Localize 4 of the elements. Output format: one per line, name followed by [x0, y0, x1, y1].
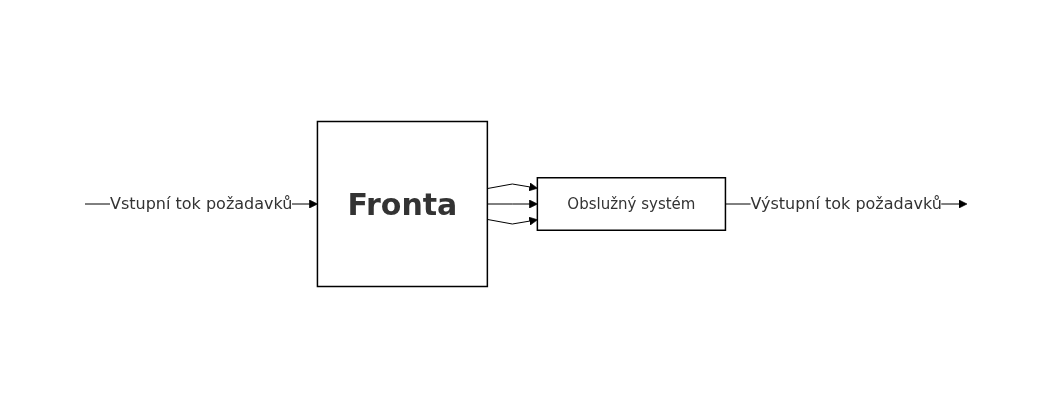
- node-box: Fronta: [316, 120, 488, 288]
- edge-label: Výstupní tok požadavků: [749, 194, 942, 213]
- node-box: Obslužný systém: [536, 177, 726, 231]
- edge-label: Vstupní tok požadavků: [109, 194, 292, 213]
